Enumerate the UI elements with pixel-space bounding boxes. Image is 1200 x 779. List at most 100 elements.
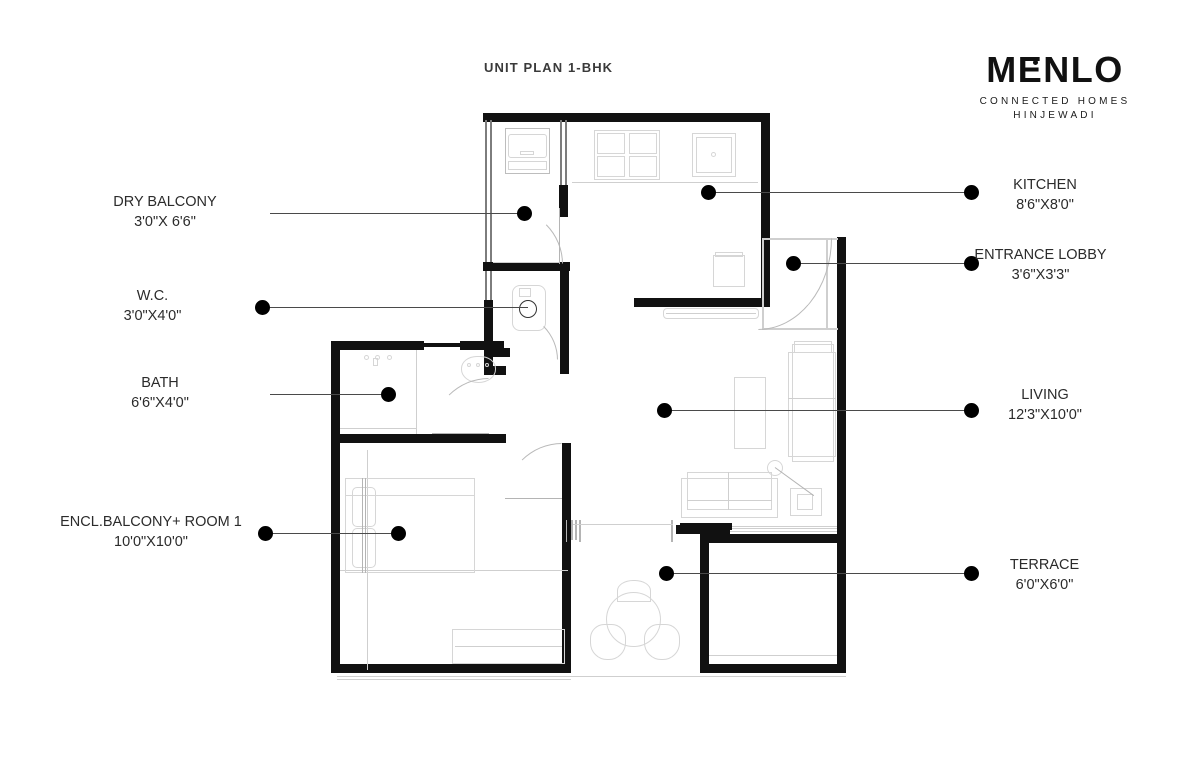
- wall-wc-left: [484, 300, 493, 355]
- leader-living: [666, 410, 972, 411]
- callout-wc-dims: 3'0"X4'0": [123, 308, 182, 324]
- callout-kitchen-dims: 8'6"X8'0": [1016, 197, 1074, 213]
- wall-terrace-bottom: [700, 664, 846, 673]
- line-sofa-small-split: [687, 500, 772, 501]
- dining-chair-left-icon: [590, 624, 626, 660]
- kitchen-sink-drain-icon: [711, 152, 716, 157]
- callout-dry-balcony: DRY BALCONY 3'0"X 6'6": [60, 192, 270, 232]
- callout-dot-bedroom[interactable]: [391, 526, 406, 541]
- logo-wordmark-text: MENLO: [986, 49, 1124, 90]
- washing-machine-drum-icon: [508, 134, 547, 158]
- logo-accent-dot-icon: [1033, 60, 1039, 65]
- callout-bath: BATH 6'6"X4'0": [60, 373, 260, 413]
- wall-bath-top-left: [331, 341, 424, 350]
- line-shower-tray: [340, 428, 416, 429]
- hob-burner-4-icon: [629, 156, 657, 177]
- callout-dot-bath[interactable]: [381, 387, 396, 402]
- door-swing-bedroom: [505, 443, 562, 500]
- leader-bath: [270, 394, 392, 395]
- bed-headboard-icon: [345, 478, 475, 496]
- basin-tap-b-icon: [476, 363, 480, 367]
- callout-dot-bedroom-leader[interactable]: [258, 526, 273, 541]
- leader-wc: [268, 307, 528, 308]
- callout-dot-terrace-end[interactable]: [964, 566, 979, 581]
- wall-bath-top-right: [460, 341, 504, 350]
- sofa-small-icon: [681, 478, 778, 518]
- sofa-large-back-icon: [794, 341, 832, 353]
- entry-bench-icon: [663, 308, 759, 319]
- line-sofa-small-mid: [728, 472, 729, 510]
- callout-dot-kitchen[interactable]: [701, 185, 716, 200]
- leader-dry-balcony: [270, 213, 530, 214]
- line-sliding-track-left2: [575, 520, 577, 540]
- line-bedroom-inner-b: [340, 570, 568, 571]
- wall-kitchen-right: [761, 113, 770, 237]
- dining-chair-right-icon: [644, 624, 680, 660]
- logo-tagline: CONNECTED HOMES: [979, 96, 1131, 107]
- washing-machine-handle-icon: [520, 151, 534, 155]
- line-sofa-large-split: [788, 398, 836, 399]
- callout-terrace: TERRACE 6'0"X6'0": [972, 555, 1117, 595]
- wall-bedroom-bottom-right: [461, 664, 571, 673]
- wardrobe-icon: [452, 629, 565, 664]
- hob-icon: [594, 130, 660, 180]
- callout-bedroom-name: ENCL.BALCONY+ ROOM 1: [60, 514, 242, 530]
- callout-dot-terrace[interactable]: [659, 566, 674, 581]
- door-leaf-bedroom: [505, 498, 562, 499]
- callout-bedroom: ENCL.BALCONY+ ROOM 1 10'0"X10'0": [40, 512, 262, 552]
- wall-dry-balcony-left-inner: [490, 120, 492, 320]
- hob-burner-3-icon: [597, 156, 625, 177]
- wall-terrace-top: [700, 534, 837, 543]
- hob-burner-1-icon: [597, 133, 625, 154]
- line-bedroom-outer-edge2: [337, 679, 571, 680]
- wc-cistern-icon: [519, 288, 531, 297]
- callout-kitchen-name: KITCHEN: [1013, 177, 1077, 193]
- floor-lamp-icon: [767, 460, 783, 476]
- sofa-large-seat-icon: [788, 352, 836, 457]
- wall-dry-balcony-left-outer: [485, 120, 487, 320]
- washing-machine-icon: [505, 128, 550, 174]
- callout-dot-entrance-lobby[interactable]: [786, 256, 801, 271]
- callout-wc-name: W.C.: [136, 288, 169, 304]
- wall-bath-left: [331, 341, 340, 455]
- line-terrace-floor: [709, 655, 837, 656]
- callout-dry-balcony-dims: 3'0"X 6'6": [134, 214, 196, 230]
- callout-dot-kitchen-end[interactable]: [964, 185, 979, 200]
- bed-pillow-b-icon: [352, 528, 376, 568]
- coffee-table-icon: [734, 377, 766, 449]
- basin-drain-icon: [485, 363, 489, 367]
- logo-wordmark: MENLO: [986, 52, 1124, 88]
- wall-lobby-bottom-thin: [762, 328, 838, 330]
- leader-bedroom: [272, 533, 402, 534]
- callout-dot-dry-balcony[interactable]: [517, 206, 532, 221]
- line-slider-rail-a: [730, 528, 837, 529]
- slider-sill-living: [680, 523, 732, 530]
- sofa-large-icon: [792, 344, 834, 462]
- shower-head-icon: [373, 358, 378, 366]
- callout-bath-dims: 6'6"X4'0": [131, 395, 189, 411]
- callout-kitchen: KITCHEN 8'6"X8'0": [975, 175, 1115, 215]
- door-swing-bath: [432, 378, 489, 435]
- door-swing-entrance: [758, 238, 832, 330]
- wall-bath-bottom: [331, 434, 506, 443]
- line-wardrobe-shelf: [455, 646, 562, 647]
- callout-dot-wc[interactable]: [255, 300, 270, 315]
- callout-entrance-lobby: ENTRANCE LOBBY 3'6"X3'3": [953, 245, 1128, 285]
- wall-bedroom-left: [331, 443, 340, 673]
- callout-bedroom-dims: 10'0"X10'0": [114, 534, 188, 550]
- wall-terrace-left: [700, 534, 709, 673]
- callout-living-name: LIVING: [1021, 387, 1069, 403]
- logo-location: HINJEWADI: [1013, 110, 1097, 121]
- line-terrace-outer-edge: [571, 676, 846, 677]
- brand-logo: MENLO CONNECTED HOMES HINJEWADI: [955, 52, 1155, 122]
- callout-dot-entrance-lobby-end[interactable]: [964, 256, 979, 271]
- wall-living-right: [837, 237, 846, 673]
- refrigerator-top-icon: [715, 252, 743, 257]
- door-leaf-dry-balcony: [559, 208, 560, 264]
- callout-dot-living[interactable]: [657, 403, 672, 418]
- bed-pillow-a-icon: [352, 487, 376, 527]
- refrigerator-icon: [713, 255, 745, 287]
- callout-dot-living-end[interactable]: [964, 403, 979, 418]
- basin-tap-a-icon: [467, 363, 471, 367]
